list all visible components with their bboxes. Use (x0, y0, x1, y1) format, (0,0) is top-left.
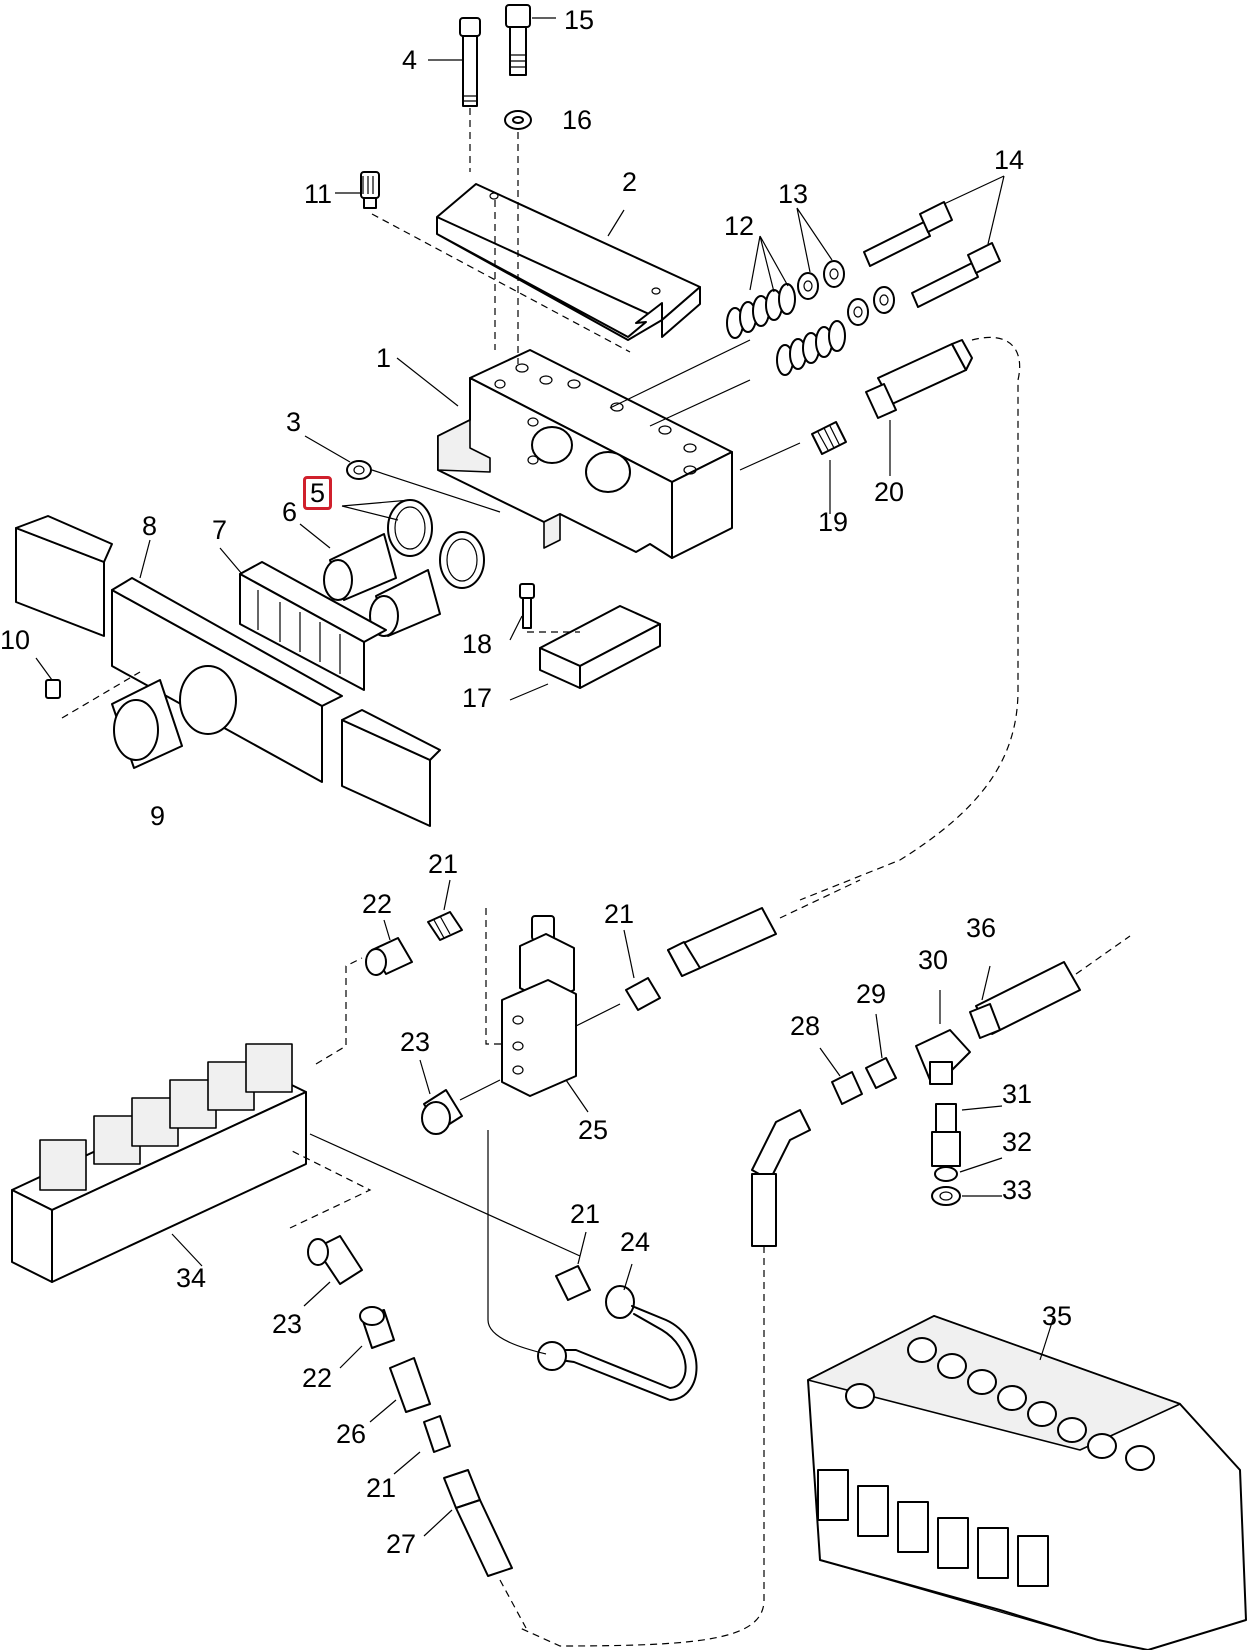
label-21-d: 21 (366, 1473, 397, 1503)
part-23-elbow-bottom[interactable] (307, 1235, 363, 1285)
label-7: 7 (212, 515, 228, 545)
label-26: 26 (336, 1419, 367, 1449)
label-3: 3 (286, 407, 302, 437)
label-35: 35 (1042, 1301, 1073, 1331)
part-23-elbow-top[interactable] (421, 1089, 463, 1135)
part-36-hose[interactable] (969, 961, 1081, 1039)
label-20: 20 (874, 477, 905, 507)
part-21-nipple-bottom[interactable] (423, 1415, 451, 1453)
label-36: 36 (966, 913, 997, 943)
part-21-nipple-mid[interactable] (625, 977, 661, 1011)
part-29-adapter[interactable] (865, 1057, 897, 1089)
label-33: 33 (1002, 1175, 1033, 1205)
label-21-c: 21 (570, 1199, 601, 1229)
label-21-a: 21 (428, 849, 459, 879)
label-13: 13 (778, 179, 809, 209)
part-21-nipple-lower[interactable] (555, 1265, 591, 1301)
label-31: 31 (1002, 1079, 1033, 1109)
label-22-a: 22 (362, 889, 393, 919)
hose-mid[interactable] (667, 907, 777, 977)
part-33-washer[interactable] (931, 1186, 961, 1206)
part-5-o-rings[interactable] (387, 499, 485, 589)
part-12-springs[interactable] (726, 283, 846, 376)
part-31-connector[interactable] (931, 1103, 961, 1167)
label-10: 10 (0, 625, 31, 655)
label-29: 29 (856, 979, 887, 1009)
label-22-b: 22 (302, 1363, 333, 1393)
label-16: 16 (562, 105, 593, 135)
part-13-washers[interactable] (797, 260, 895, 326)
part-20-hose-fitting[interactable] (865, 339, 973, 419)
hose-long-elbow[interactable] (751, 1109, 811, 1247)
part-11-breather-plug[interactable] (360, 171, 380, 209)
part-22-adapter-top[interactable] (365, 937, 413, 976)
part-25-check-valve[interactable] (501, 915, 577, 1097)
label-30: 30 (918, 945, 949, 975)
label-34: 34 (176, 1263, 207, 1293)
part-26-sleeve[interactable] (389, 1357, 431, 1413)
part-22-adapter-bottom[interactable] (359, 1306, 395, 1349)
part-3-nut[interactable] (346, 460, 372, 480)
part-7-rack-segment[interactable] (239, 561, 387, 691)
part-21-nipple-top[interactable] (427, 911, 463, 941)
label-8: 8 (142, 511, 158, 541)
part-27-hose-end[interactable] (443, 1469, 513, 1577)
part-9-pinion-ring[interactable] (111, 665, 237, 769)
part-18-screw[interactable] (519, 583, 535, 629)
part-16-washer[interactable] (504, 110, 532, 130)
part-10-grease-nipple[interactable] (45, 679, 61, 699)
label-2: 2 (622, 167, 638, 197)
part-34-solenoid-manifold[interactable] (11, 1043, 307, 1283)
part-14-bolts[interactable] (863, 201, 1001, 308)
part-15-socket-bolt[interactable] (505, 4, 531, 76)
part-30-elbow[interactable] (915, 1029, 971, 1085)
label-14: 14 (994, 145, 1025, 175)
label-28: 28 (790, 1011, 821, 1041)
label-21-b: 21 (604, 899, 635, 929)
label-5-highlighted[interactable]: 5 (303, 476, 333, 510)
part-35-control-valve[interactable] (807, 1315, 1247, 1650)
label-9: 9 (150, 801, 166, 831)
label-27: 27 (386, 1529, 417, 1559)
label-6: 6 (282, 497, 298, 527)
label-4: 4 (402, 45, 418, 75)
part-4-long-bolt[interactable] (459, 17, 481, 107)
label-23-b: 23 (272, 1309, 303, 1339)
part-1-valve-block[interactable] (437, 349, 733, 559)
label-25: 25 (578, 1115, 609, 1145)
part-19-nipple[interactable] (811, 421, 847, 455)
part-6-seal-cups[interactable] (323, 533, 441, 637)
label-19: 19 (818, 507, 849, 537)
part-28-nut[interactable] (831, 1071, 863, 1105)
label-17: 17 (462, 683, 493, 713)
label-11: 11 (304, 179, 333, 209)
label-32: 32 (1002, 1127, 1033, 1157)
label-12: 12 (724, 211, 755, 241)
label-24: 24 (620, 1227, 651, 1257)
part-24-bent-tube[interactable] (537, 1285, 698, 1401)
label-15: 15 (564, 5, 595, 35)
part-2-top-plate[interactable] (436, 183, 701, 341)
label-23-a: 23 (400, 1027, 431, 1057)
part-32-o-ring[interactable] (934, 1166, 958, 1182)
part-17-plate[interactable] (539, 605, 661, 689)
label-1: 1 (376, 343, 392, 373)
label-18: 18 (462, 629, 493, 659)
